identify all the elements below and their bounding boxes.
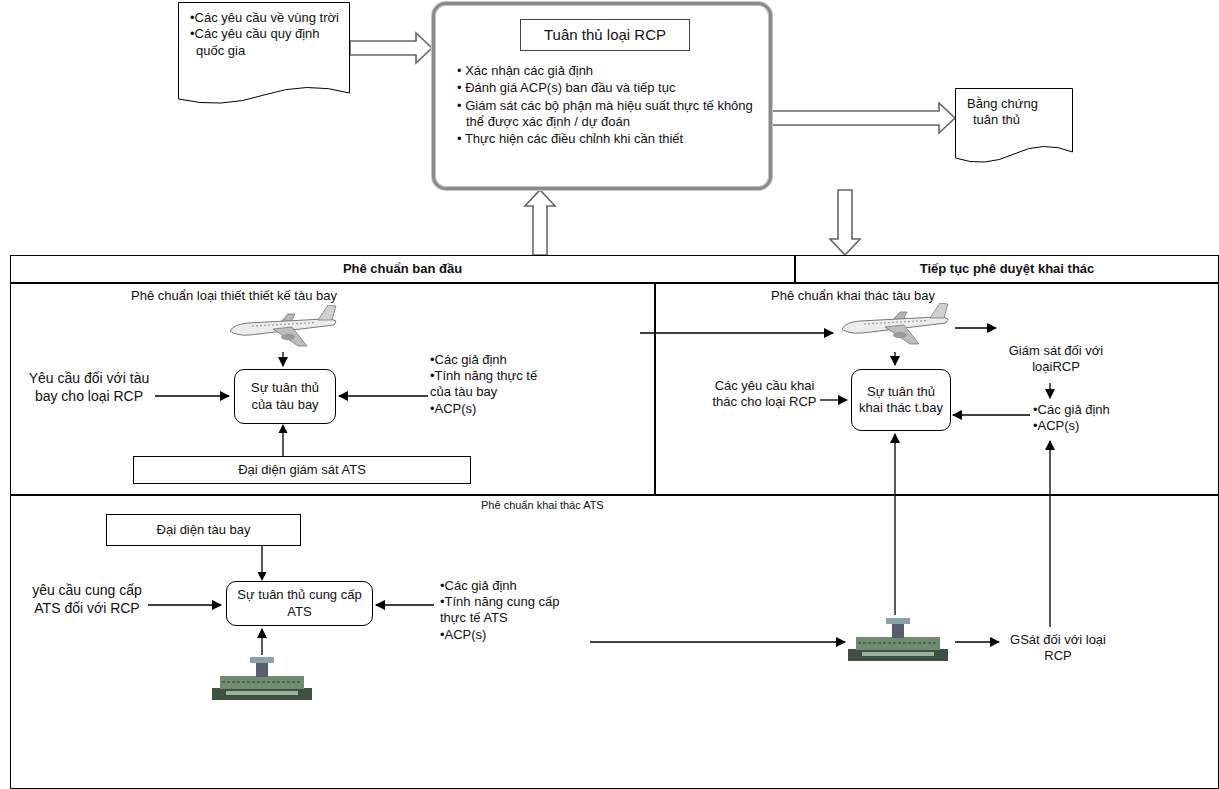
leader-arrow [261,629,262,655]
flow-arrow [258,546,267,581]
annotation-label: Giám sát đối với loạiRCP [1000,343,1112,376]
block-arrow [350,33,432,63]
bullet-text: • Đánh giá ACP(s) ban đầu và tiếp tục [457,80,753,96]
leader-arrow [148,604,221,605]
leader-arrows [148,328,1050,655]
node-text: Phê chuẩn ban đầu [343,261,462,277]
document-outline-path [956,89,1073,163]
block-arrow-shape [830,190,860,255]
node-text: Sự tuân thủ của tàu bay [241,380,329,413]
block-arrow-shape [350,33,432,63]
ats-building-picture [212,657,312,700]
flow-arrow [279,424,288,456]
panel-title: Phê chuẩn khai thác tàu bay [771,288,935,304]
leader-arrow [590,641,845,642]
leader-arrow [1049,383,1050,398]
bullet-text: • Xác nhận các giả định [457,63,753,79]
process-box: Sự tuân thủ cung cấp ATS [226,581,373,626]
node-text: Đại diện giám sát ATS [238,462,366,478]
bullet-label: •Tính năng cung cấp thực tế ATS [440,594,588,627]
block-arrow [830,190,860,255]
leader-arrow [640,332,833,333]
bullet-label: •Các giả định [430,352,560,368]
block-arrow-shape [525,190,555,255]
node-text: Tiếp tục phê duyệt khai thác [920,261,1095,277]
leader-arrow [339,395,428,396]
node-text: Sự tuân thủ cung cấp ATS [233,587,366,620]
requirement-document: •Các yêu cầu về vùng trời•Các yêu cầu qu… [178,2,350,107]
annotation-label: Yêu cầu đối với tàu bay cho loại RCP [28,370,150,405]
compliance-box: • Xác nhận các giả định• Đánh giá ACP(s)… [432,2,772,190]
leader-arrow [1049,441,1050,627]
document-outline-path [179,3,350,104]
bullet-label: •Các giả định [440,578,588,594]
representative-box: Đại diện tàu bay [106,514,301,546]
process-box: Sự tuân thủ khai thác t.bay [851,369,951,431]
block-arrow [525,190,555,255]
leader-arrow [955,641,999,642]
node-text: Sự tuân thủ khai thác t.bay [858,384,944,417]
bullet-label: •ACP(s) [430,401,560,417]
leader-arrow [820,399,847,400]
node-text: Tuân thủ loại RCP [544,26,666,45]
node-text: Bằng chứng tuân thủ [967,96,1063,129]
panel-title: Phê chuẩn khai thác ATS [481,499,604,513]
header-cell: Tiếp tục phê duyệt khai thác [795,255,1219,283]
bullet-text: • Giám sát các bộ phận mà hiệu suất thực… [457,98,753,131]
arrow-shaft [261,546,262,572]
aircraft-picture [842,303,948,344]
arrow-shaft [282,433,283,456]
leader-arrow [894,352,895,365]
bullet-label: •Các giả định [1033,402,1143,418]
process-box: Sự tuân thủ của tàu bay [234,369,336,424]
bullet-label: •Tính năng thực tế của tàu bay [430,368,560,401]
representative-box: Đại diện giám sát ATS [133,456,471,484]
arrow-head [258,572,267,581]
block-arrow [772,103,955,133]
leader-arrow [953,414,1030,415]
leader-arrow [282,352,283,366]
node-text: •Các yêu cầu về vùng trời [190,10,340,26]
leader-arrow [155,395,229,396]
evidence-document: Bằng chứng tuân thủ [955,88,1073,166]
bullet-label: •ACP(s) [440,627,588,643]
leader-arrow [376,604,434,605]
bullet-text: • Thực hiện các điều chỉnh khi cần thiết [457,131,753,147]
annotation-label: GSát đối với loại RCP [1003,632,1113,665]
compliance-title-box: Tuân thủ loại RCP [520,19,690,51]
leader-arrow [894,434,895,615]
annotation-label: yêu cầu cung cấp ATS đối với RCP [28,582,146,617]
aircraft-picture [230,305,336,346]
node-text: •Các yêu cầu quy định quốc gia [190,26,340,59]
header-cell: Phê chuẩn ban đầu [10,255,795,283]
panel-title: Phê chuẩn loại thiết thiết kế tàu bay [131,288,337,304]
leader-arrow [955,327,996,328]
block-arrow-shape [772,103,955,133]
node-text: Đại diện tàu bay [157,522,251,538]
ats-building-picture [848,618,948,661]
annotation-label: Các yêu cầu khai thác cho loại RCP [712,378,817,411]
arrow-head [279,424,288,433]
bullet-label: •ACP(s) [1033,418,1143,434]
